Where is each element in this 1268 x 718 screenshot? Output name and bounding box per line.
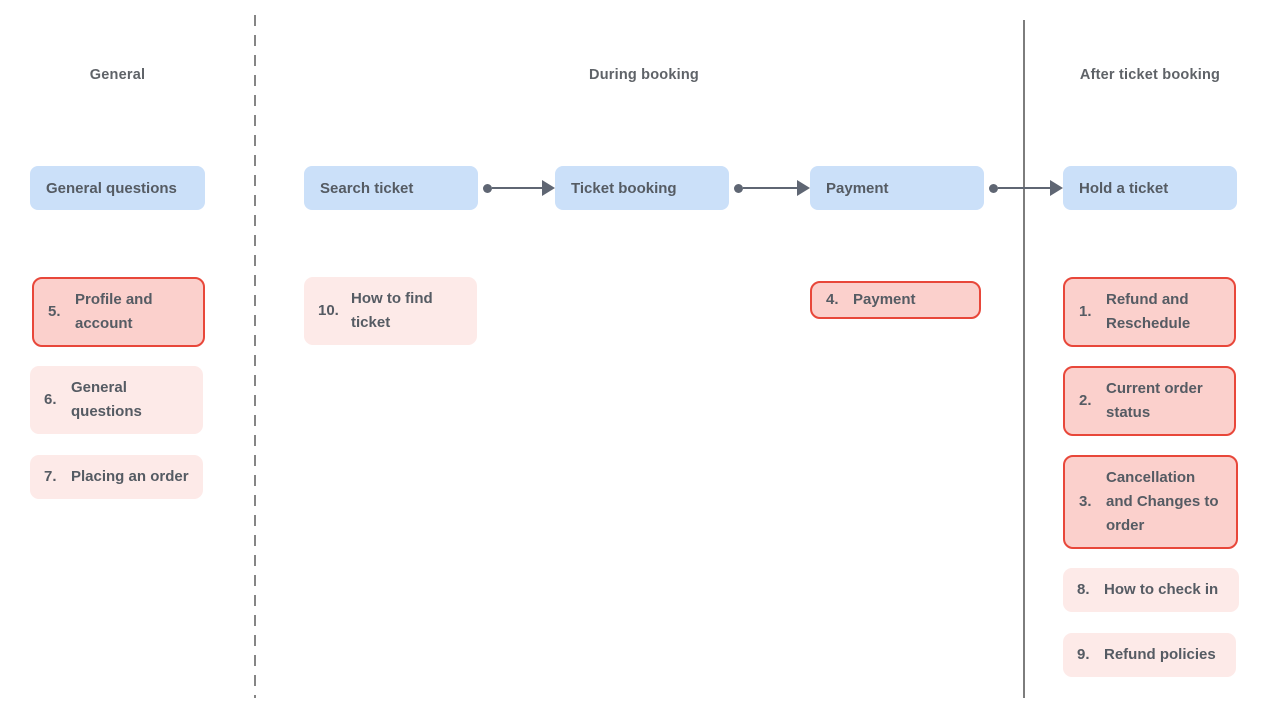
connector-line [998, 186, 1050, 190]
topic-general-questions[interactable]: 6. General questions [30, 366, 203, 434]
arrowhead-icon [1050, 180, 1063, 196]
column-header-after-ticket-booking: After ticket booking [1079, 67, 1221, 83]
topic-label: Refund and Reschedule [1106, 291, 1191, 332]
topic-label: Cancellation and Changes to order [1106, 469, 1219, 534]
topic-number: 10. [318, 302, 339, 319]
stage-label: Ticket booking [571, 179, 677, 197]
topic-number: 7. [44, 468, 57, 485]
arrowhead-icon [797, 180, 810, 196]
topic-number: 9. [1077, 646, 1090, 663]
topic-label: Refund policies [1104, 646, 1216, 663]
topic-number: 6. [44, 391, 57, 408]
topic-label: Placing an order [71, 468, 189, 485]
dashed-divider [254, 15, 256, 698]
stage-payment[interactable]: Payment [810, 166, 984, 210]
topic-current-order-status[interactable]: 2. Current order status [1063, 366, 1236, 436]
connector-search-to-booking [483, 179, 555, 197]
topic-number: 1. [1079, 303, 1092, 320]
arrowhead-icon [542, 180, 555, 196]
stage-ticket-booking[interactable]: Ticket booking [555, 166, 729, 210]
connector-line [492, 186, 542, 190]
topic-cancellation-and-changes[interactable]: 3. Cancellation and Changes to order [1063, 455, 1238, 549]
stage-search-ticket[interactable]: Search ticket [304, 166, 478, 210]
topic-profile-and-account[interactable]: 5. Profile and account [32, 277, 205, 347]
topic-number: 3. [1079, 493, 1092, 510]
connector-dot [734, 183, 743, 193]
topic-payment[interactable]: 4. Payment [810, 281, 981, 319]
topic-how-to-find-ticket[interactable]: 10. How to find ticket [304, 277, 477, 345]
stage-label: Search ticket [320, 179, 414, 197]
topic-label: Profile and account [75, 291, 153, 332]
solid-divider [1023, 20, 1025, 698]
topic-label: General questions [71, 379, 142, 420]
connector-dot [483, 183, 492, 193]
topic-how-to-check-in[interactable]: 8. How to check in [1063, 568, 1239, 612]
topic-number: 2. [1079, 392, 1092, 409]
topic-label: Payment [853, 291, 916, 308]
column-header-during-booking: During booking [589, 67, 699, 83]
topic-placing-an-order[interactable]: 7. Placing an order [30, 455, 203, 499]
topic-label: Current order status [1106, 380, 1203, 421]
column-header-general: General [89, 67, 146, 83]
stage-label: General questions [46, 179, 177, 197]
connector-payment-to-hold [989, 179, 1063, 197]
topic-label: How to check in [1104, 581, 1219, 598]
topic-number: 5. [48, 303, 61, 320]
stage-general-questions[interactable]: General questions [30, 166, 205, 210]
connector-booking-to-payment [734, 179, 810, 197]
topic-refund-and-reschedule[interactable]: 1. Refund and Reschedule [1063, 277, 1236, 347]
connector-dot [989, 183, 998, 193]
stage-label: Hold a ticket [1079, 179, 1169, 197]
topic-number: 8. [1077, 581, 1090, 598]
topic-number: 4. [826, 291, 839, 308]
topic-refund-policies[interactable]: 9. Refund policies [1063, 633, 1236, 677]
stage-hold-a-ticket[interactable]: Hold a ticket [1063, 166, 1237, 210]
connector-line [743, 186, 797, 190]
stage-label: Payment [826, 179, 889, 197]
topic-label: How to find ticket [351, 290, 433, 331]
